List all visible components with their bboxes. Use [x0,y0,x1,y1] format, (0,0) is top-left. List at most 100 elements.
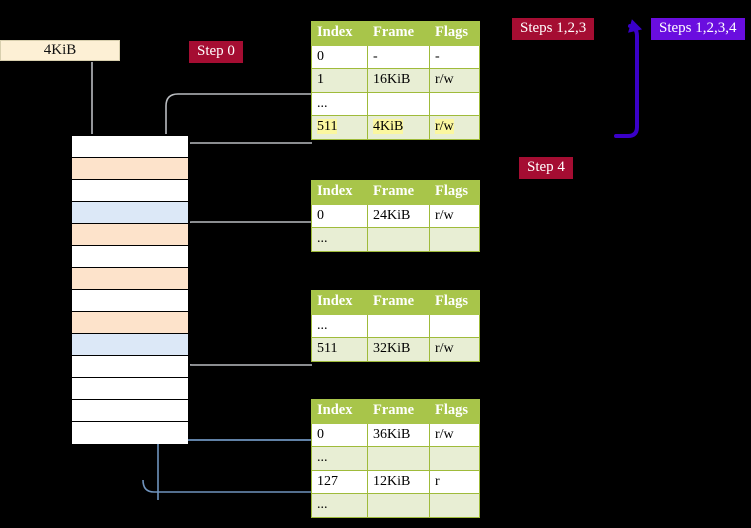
cell-index: 0 [311,44,368,70]
cell-text: 0 [317,207,324,223]
cell-frame: 16KiB [367,68,430,93]
cell-index: ... [311,227,368,252]
cell-flags: r/w [429,337,480,362]
cell-flags: r/w [429,203,480,229]
cell-frame [367,493,430,518]
cell-text: r/w [435,119,454,135]
cell-text: 4KiB [373,119,404,135]
cell-frame [367,313,430,339]
badge-step-0: Step 0 [189,41,243,64]
table-row: 0 24KiB r/w [311,203,480,229]
purple-bracket-arrow [614,19,643,138]
badge-steps-1234: Steps 1,2,3,4 [651,18,745,41]
cell-index: ... [311,91,368,117]
cell-index: 511 [311,115,368,140]
memory-frame-row [72,290,188,312]
memory-frame-row [72,422,188,444]
cell-flags [429,313,480,339]
cell-frame: 12KiB [367,469,430,495]
cell-flags: r/w [429,68,480,93]
memory-frame-row [72,246,188,268]
column-header-frame: Frame [367,180,430,205]
column-header-index: Index [311,180,368,205]
cell-text: 32KiB [373,341,411,357]
cell-index: 0 [311,203,368,229]
table-row: 127 12KiB r [311,469,480,495]
cell-text: r/w [435,341,454,357]
column-header-flags: Flags [429,180,480,205]
column-header-frame: Frame [367,290,430,315]
column-header-frame: Frame [367,399,430,424]
cell-text: r/w [435,72,454,88]
memory-frame-row [72,224,188,246]
cell-flags [429,493,480,518]
memory-frame-row [72,202,188,224]
cell-index: 0 [311,422,368,448]
cell-text: 511 [317,341,338,357]
memory-frame-row [72,180,188,202]
cell-text: 24KiB [373,207,411,223]
cell-index: ... [311,493,368,518]
cell-flags [429,227,480,252]
table-row: 511 32KiB r/w [311,337,480,362]
badge-steps-123-label: Steps 1,2,3 [520,20,587,36]
cell-frame: 32KiB [367,337,430,362]
cell-index: ... [311,446,368,471]
table-row: 0-- [311,44,480,70]
cell-flags: r [429,469,480,495]
memory-frame-row [72,334,188,356]
frame-size-label: 4KiB [43,42,77,58]
memory-frame-row [72,158,188,180]
badge-steps-1234-label: Steps 1,2,3,4 [659,20,737,36]
column-header-index: Index [311,290,368,315]
wire-table3-511-to-memory [171,318,312,366]
cell-text: 1 [317,72,324,88]
wire-table2-row0-to-memory [177,221,312,262]
table-row: 511 4KiB r/w [311,115,480,140]
physical-memory-column [70,134,190,444]
table-row: ... [311,446,480,471]
column-header-index: Index [311,399,368,424]
column-header-flags: Flags [429,21,480,46]
cell-text: r [435,473,440,489]
badge-step-4: Step 4 [519,157,573,180]
table-row: ... [311,493,480,518]
cell-flags [429,91,480,117]
cell-text: 16KiB [373,72,411,88]
cell-index: 127 [311,469,368,495]
badge-step-4-label: Step 4 [527,159,565,175]
cell-frame: 36KiB [367,422,430,448]
column-header-flags: Flags [429,399,480,424]
cell-text: 0 [317,426,324,442]
cell-text: 12KiB [373,473,411,489]
memory-frame-row [72,268,188,290]
cell-text: - [373,48,378,64]
badge-steps-123: Steps 1,2,3 [512,18,595,41]
wire-memory-to-table4-row127 [142,479,312,493]
badge-step-0-label: Step 0 [197,43,235,59]
cell-text: ... [317,231,328,247]
cell-text: ... [317,497,328,513]
cell-frame [367,446,430,471]
cell-text: 127 [317,473,338,489]
table-row: ... [311,227,480,252]
frame-size-box: 4KiB [0,40,120,61]
cell-text: 36KiB [373,426,411,442]
table-row: ... [311,313,480,339]
cell-flags: - [429,44,480,70]
cell-flags [429,446,480,471]
cell-frame: 4KiB [367,115,430,140]
cell-text: r/w [435,207,454,223]
cell-text: 511 [317,119,338,135]
cell-index: 1 [311,68,368,93]
cell-text: ... [317,450,328,466]
memory-frame-row [72,136,188,158]
column-header-index: Index [311,21,368,46]
cell-flags: r/w [429,115,480,140]
